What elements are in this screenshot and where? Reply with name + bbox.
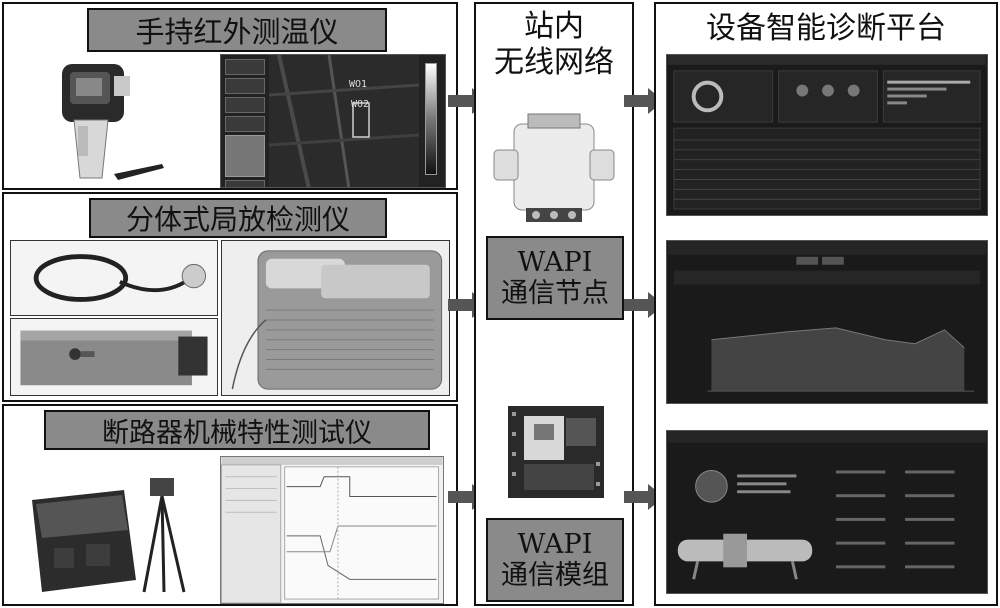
breaker-tester-panel: 断路器机械特性测试仪 <box>2 404 458 606</box>
wapi-module-label: WAPI 通信模组 <box>486 518 624 602</box>
wapi-module-label-line1: WAPI <box>517 528 593 560</box>
platform-title: 设备智能诊断平台 <box>706 11 946 46</box>
partial-discharge-panel: 分体式局放检测仪 <box>2 192 458 402</box>
wapi-module-image <box>508 406 604 498</box>
platform-dashboard-overview <box>666 54 988 216</box>
infrared-title: 手持红外测温仪 <box>87 8 387 52</box>
sensor-cable-image <box>10 240 218 316</box>
thermal-spot-2: WO2 <box>351 99 370 110</box>
breaker-waveform-screen <box>220 456 444 604</box>
wapi-node-label: WAPI 通信节点 <box>486 236 624 320</box>
breaker-tester-image <box>32 478 186 593</box>
breaker-tester-title: 断路器机械特性测试仪 <box>44 410 430 450</box>
thermal-spot-1: WO1 <box>349 79 368 90</box>
wireless-network-panel: 站内 无线网络 WAPI 通信节点 WAPI 通信模组 <box>474 2 634 606</box>
wapi-node-image <box>493 113 615 222</box>
thermal-scale-bar <box>425 63 437 175</box>
wapi-node-label-line1: WAPI <box>517 246 593 278</box>
platform-dashboard-trend <box>666 240 988 404</box>
wapi-node-label-line2: 通信节点 <box>501 278 609 309</box>
infrared-panel: 手持红外测温仪 WO1 WO2 <box>2 2 458 190</box>
wapi-module-label-line2: 通信模组 <box>501 560 609 591</box>
network-title-line2: 无线网络 <box>494 45 614 80</box>
detector-unit-image <box>221 240 450 396</box>
thermal-menu <box>225 59 265 187</box>
platform-dashboard-device <box>666 430 988 594</box>
partial-discharge-title: 分体式局放检测仪 <box>89 198 387 238</box>
sensor-box-image <box>10 318 218 396</box>
diagnosis-platform-panel: 设备智能诊断平台 <box>654 2 998 606</box>
network-title-line1: 站内 <box>524 9 584 44</box>
infrared-thermometer-image <box>62 64 164 180</box>
thermal-image-screen: WO1 WO2 <box>220 54 446 188</box>
